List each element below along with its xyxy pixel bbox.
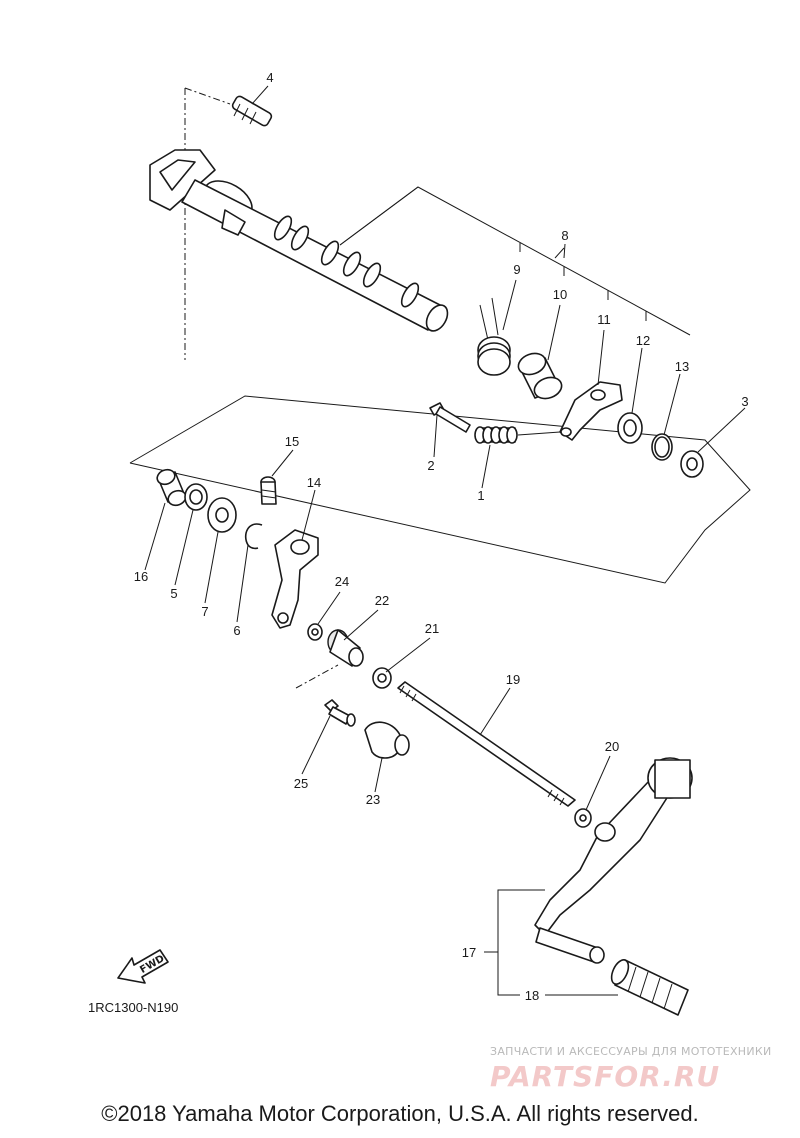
- part-bolt-2: [429, 402, 471, 433]
- callout-14: 14: [307, 475, 321, 490]
- callout-9: 9: [513, 262, 520, 277]
- callout-4: 4: [266, 70, 273, 85]
- callout-8: 8: [561, 228, 568, 243]
- callout-21: 21: [425, 621, 439, 636]
- leader-lines: [144, 85, 746, 996]
- part-circlip-13: [651, 433, 673, 461]
- callout-12: 12: [636, 333, 650, 348]
- part-torsion-spring: [477, 297, 511, 376]
- part-circlip-6: [244, 523, 263, 550]
- part-bolt-15: [260, 476, 277, 505]
- callout-numbers: 4 8 9 10 11 12 13 3 2 1 15 14 16 5 7 6 2…: [134, 70, 749, 1003]
- stud-axis-line: [184, 87, 231, 105]
- part-nut-21: [372, 667, 392, 689]
- callout-17: 17: [462, 945, 476, 960]
- part-washer-12: [617, 412, 643, 444]
- part-oil-seal: [184, 483, 208, 511]
- callout-23: 23: [366, 792, 380, 807]
- watermark-tagline: ЗАПЧАСТИ И АКСЕССУАРЫ ДЛЯ МОТОТЕХНИКИ: [490, 1045, 772, 1058]
- part-needle-bearing: [156, 468, 187, 507]
- callout-11: 11: [597, 312, 611, 327]
- part-shift-rod: [397, 681, 576, 807]
- copyright-footer: ©2018 Yamaha Motor Corporation, U.S.A. A…: [101, 1101, 699, 1126]
- part-collar: [517, 352, 563, 400]
- part-washer-24: [307, 623, 323, 641]
- callout-10: 10: [553, 287, 567, 302]
- fwd-arrow-icon: FWD: [117, 949, 169, 984]
- callout-20: 20: [605, 739, 619, 754]
- part-spring-1: [474, 426, 561, 444]
- callout-7: 7: [201, 604, 208, 619]
- callout-24: 24: [335, 574, 349, 589]
- part-boot-cover: [364, 721, 410, 759]
- watermark-logo: PARTSFOR.RU: [490, 1060, 720, 1093]
- part-bushing-22: [327, 629, 364, 667]
- callout-3: 3: [741, 394, 748, 409]
- part-shift-pedal: [534, 757, 693, 964]
- callout-2: 2: [427, 458, 434, 473]
- upper-frame-lines: [339, 186, 691, 336]
- part-stopper-lever: [559, 381, 623, 441]
- diagram-code: 1RC1300-N190: [88, 1000, 178, 1015]
- callout-19: 19: [506, 672, 520, 687]
- callout-5: 5: [170, 586, 177, 601]
- part-washer-3: [680, 450, 704, 478]
- part-shift-arm: [271, 529, 319, 629]
- callout-13: 13: [675, 359, 689, 374]
- part-washer-7: [207, 497, 237, 533]
- part-nut-20: [574, 808, 592, 828]
- callout-16: 16: [134, 569, 148, 584]
- callout-18: 18: [525, 988, 539, 1003]
- callout-25: 25: [294, 776, 308, 791]
- part-stud-bolt: [231, 95, 273, 127]
- lower-frame-lines: [129, 186, 751, 584]
- bolt-axis-line: [295, 664, 339, 689]
- callout-15: 15: [285, 434, 299, 449]
- part-shift-shaft: [149, 149, 449, 332]
- part-pedal-rubber: [610, 959, 689, 1016]
- part-bolt-25: [324, 699, 356, 727]
- callout-6: 6: [233, 623, 240, 638]
- callout-1: 1: [477, 488, 484, 503]
- callout-22: 22: [375, 593, 389, 608]
